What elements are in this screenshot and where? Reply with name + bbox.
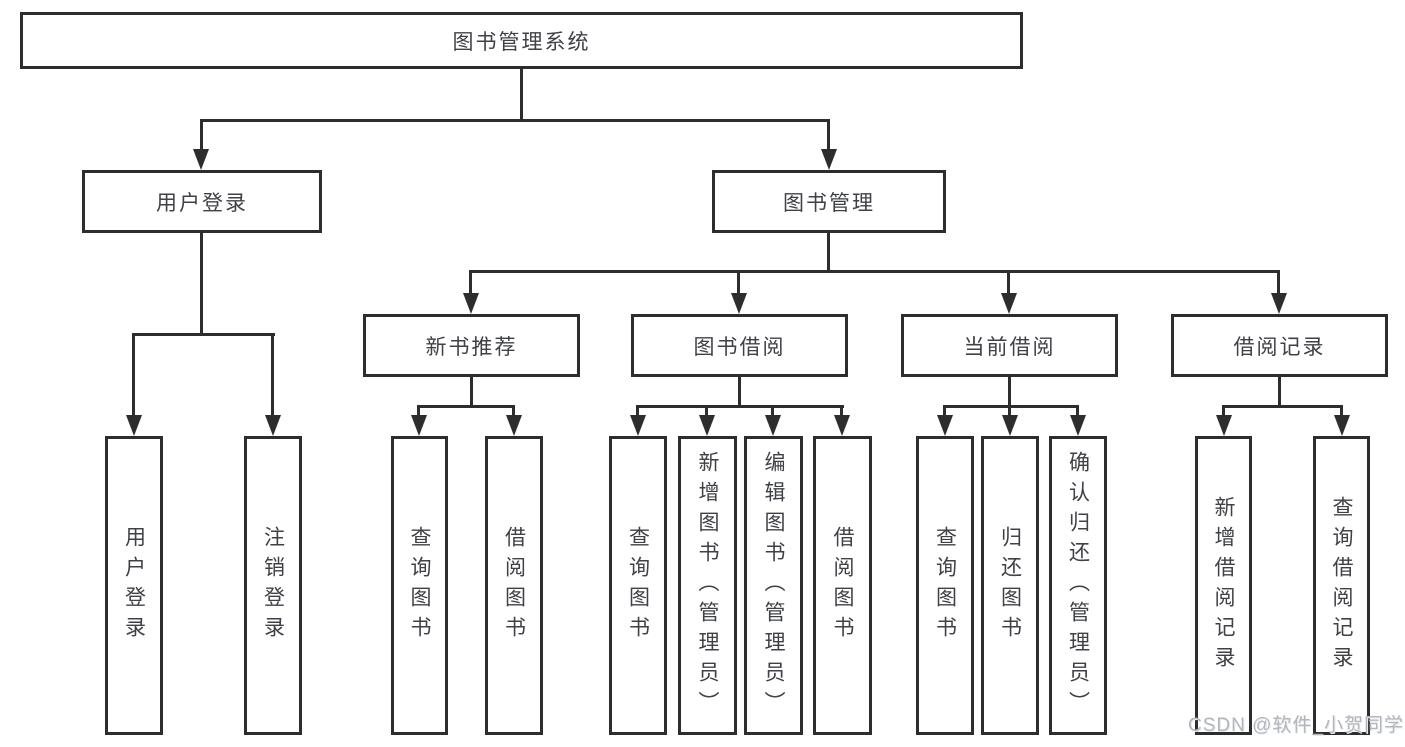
arrow-down-icon: [834, 415, 850, 436]
connector-line: [1008, 405, 1011, 418]
arrow-down-icon: [821, 149, 837, 170]
connector-line: [1076, 405, 1079, 418]
arrow-down-icon: [126, 415, 142, 436]
leaf-label: 新增借阅记录: [1212, 495, 1235, 676]
connector-line: [469, 270, 472, 295]
arrow-down-icon: [1216, 415, 1232, 436]
connector-line: [1222, 405, 1225, 418]
arrow-down-icon: [506, 415, 522, 436]
connector-line: [1008, 377, 1011, 408]
connector-line: [840, 405, 843, 418]
arrow-down-icon: [1002, 415, 1018, 436]
leaf-logout: 注销登录: [244, 436, 302, 735]
leaf-edit-books-admin: 编辑图书（管理员）: [744, 436, 803, 735]
connector-line: [738, 377, 741, 408]
node-user-login: 用户登录: [82, 170, 322, 233]
arrow-down-icon: [1271, 293, 1287, 314]
arrow-down-icon: [699, 415, 715, 436]
connector-line: [200, 119, 203, 151]
node-label: 用户登录: [156, 191, 248, 215]
connector-line: [1007, 270, 1010, 295]
connector-line: [200, 233, 203, 335]
leaf-label: 查询图书: [626, 525, 650, 646]
node-label: 图书管理系统: [452, 30, 591, 54]
node-book-borrowing: 图书借阅: [631, 314, 848, 377]
connector-line: [943, 405, 1079, 408]
leaf-label: 注销登录: [261, 525, 285, 646]
leaf-label: 归还图书: [998, 525, 1022, 646]
leaf-borrow-books-recommend: 借阅图书: [485, 436, 543, 735]
leaf-label: 查询图书: [933, 525, 957, 646]
connector-line: [418, 405, 515, 408]
leaf-query-books-current: 查询图书: [916, 436, 974, 735]
connector-line: [943, 405, 946, 418]
arrow-down-icon: [1070, 415, 1086, 436]
node-new-book-recommend: 新书推荐: [363, 314, 580, 377]
node-library-management-system: 图书管理系统: [20, 12, 1023, 69]
arrow-down-icon: [411, 415, 427, 436]
leaf-return-books: 归还图书: [981, 436, 1039, 735]
leaf-label: 用户登录: [122, 525, 146, 646]
leaf-borrow-books: 借阅图书: [813, 436, 872, 735]
leaf-query-borrow-record: 查询借阅记录: [1313, 436, 1370, 735]
connector-line: [636, 405, 844, 408]
connector-line: [200, 119, 830, 122]
arrow-down-icon: [1001, 293, 1017, 314]
node-label: 新书推荐: [425, 335, 518, 359]
connector-line: [417, 405, 420, 418]
leaf-label: 查询图书: [408, 525, 431, 646]
connector-line: [705, 405, 708, 418]
arrow-down-icon: [1334, 415, 1350, 436]
arrow-down-icon: [630, 415, 646, 436]
csdn-watermark: CSDN @软件_小贺同学: [1188, 715, 1404, 736]
leaf-query-books-recommend: 查询图书: [391, 436, 448, 735]
connector-line: [132, 333, 275, 336]
arrow-down-icon: [731, 293, 747, 314]
leaf-label: 借阅图书: [502, 525, 526, 646]
leaf-add-borrow-record: 新增借阅记录: [1195, 436, 1252, 735]
leaf-add-books-admin: 新增图书（管理员）: [678, 436, 737, 735]
leaf-label: 新增图书（管理员）: [696, 450, 719, 721]
connector-line: [1222, 405, 1342, 408]
leaf-query-books-borrowing: 查询图书: [609, 436, 667, 735]
connector-line: [1277, 270, 1280, 295]
leaf-label: 查询借阅记录: [1330, 495, 1353, 676]
connector-line: [132, 333, 135, 417]
arrow-down-icon: [265, 415, 281, 436]
connector-line: [520, 69, 523, 121]
leaf-confirm-return-admin: 确认归还（管理员）: [1049, 436, 1107, 735]
connector-line: [771, 405, 774, 418]
arrow-down-icon: [463, 293, 479, 314]
connector-line: [1340, 405, 1343, 418]
connector-line: [827, 233, 830, 273]
connector-line: [470, 270, 1280, 273]
node-label: 图书管理: [783, 191, 875, 215]
node-label: 当前借阅: [963, 335, 1056, 359]
connector-line: [737, 270, 740, 295]
arrow-down-icon: [937, 415, 953, 436]
connector-line: [512, 405, 515, 418]
leaf-label: 编辑图书（管理员）: [762, 450, 785, 721]
connector-line: [470, 377, 473, 408]
node-borrowing-records: 借阅记录: [1171, 314, 1388, 377]
leaf-user-login: 用户登录: [105, 436, 163, 735]
node-label: 图书借阅: [693, 335, 786, 359]
connector-line: [636, 405, 639, 418]
connector-line: [1278, 377, 1281, 408]
connector-line: [827, 119, 830, 151]
node-current-borrowing: 当前借阅: [901, 314, 1118, 377]
node-label: 借阅记录: [1233, 335, 1326, 359]
leaf-label: 确认归还（管理员）: [1066, 450, 1090, 721]
leaf-label: 借阅图书: [831, 525, 854, 646]
node-book-management: 图书管理: [712, 170, 946, 233]
connector-line: [271, 333, 274, 417]
arrow-down-icon: [193, 149, 209, 170]
arrow-down-icon: [765, 415, 781, 436]
